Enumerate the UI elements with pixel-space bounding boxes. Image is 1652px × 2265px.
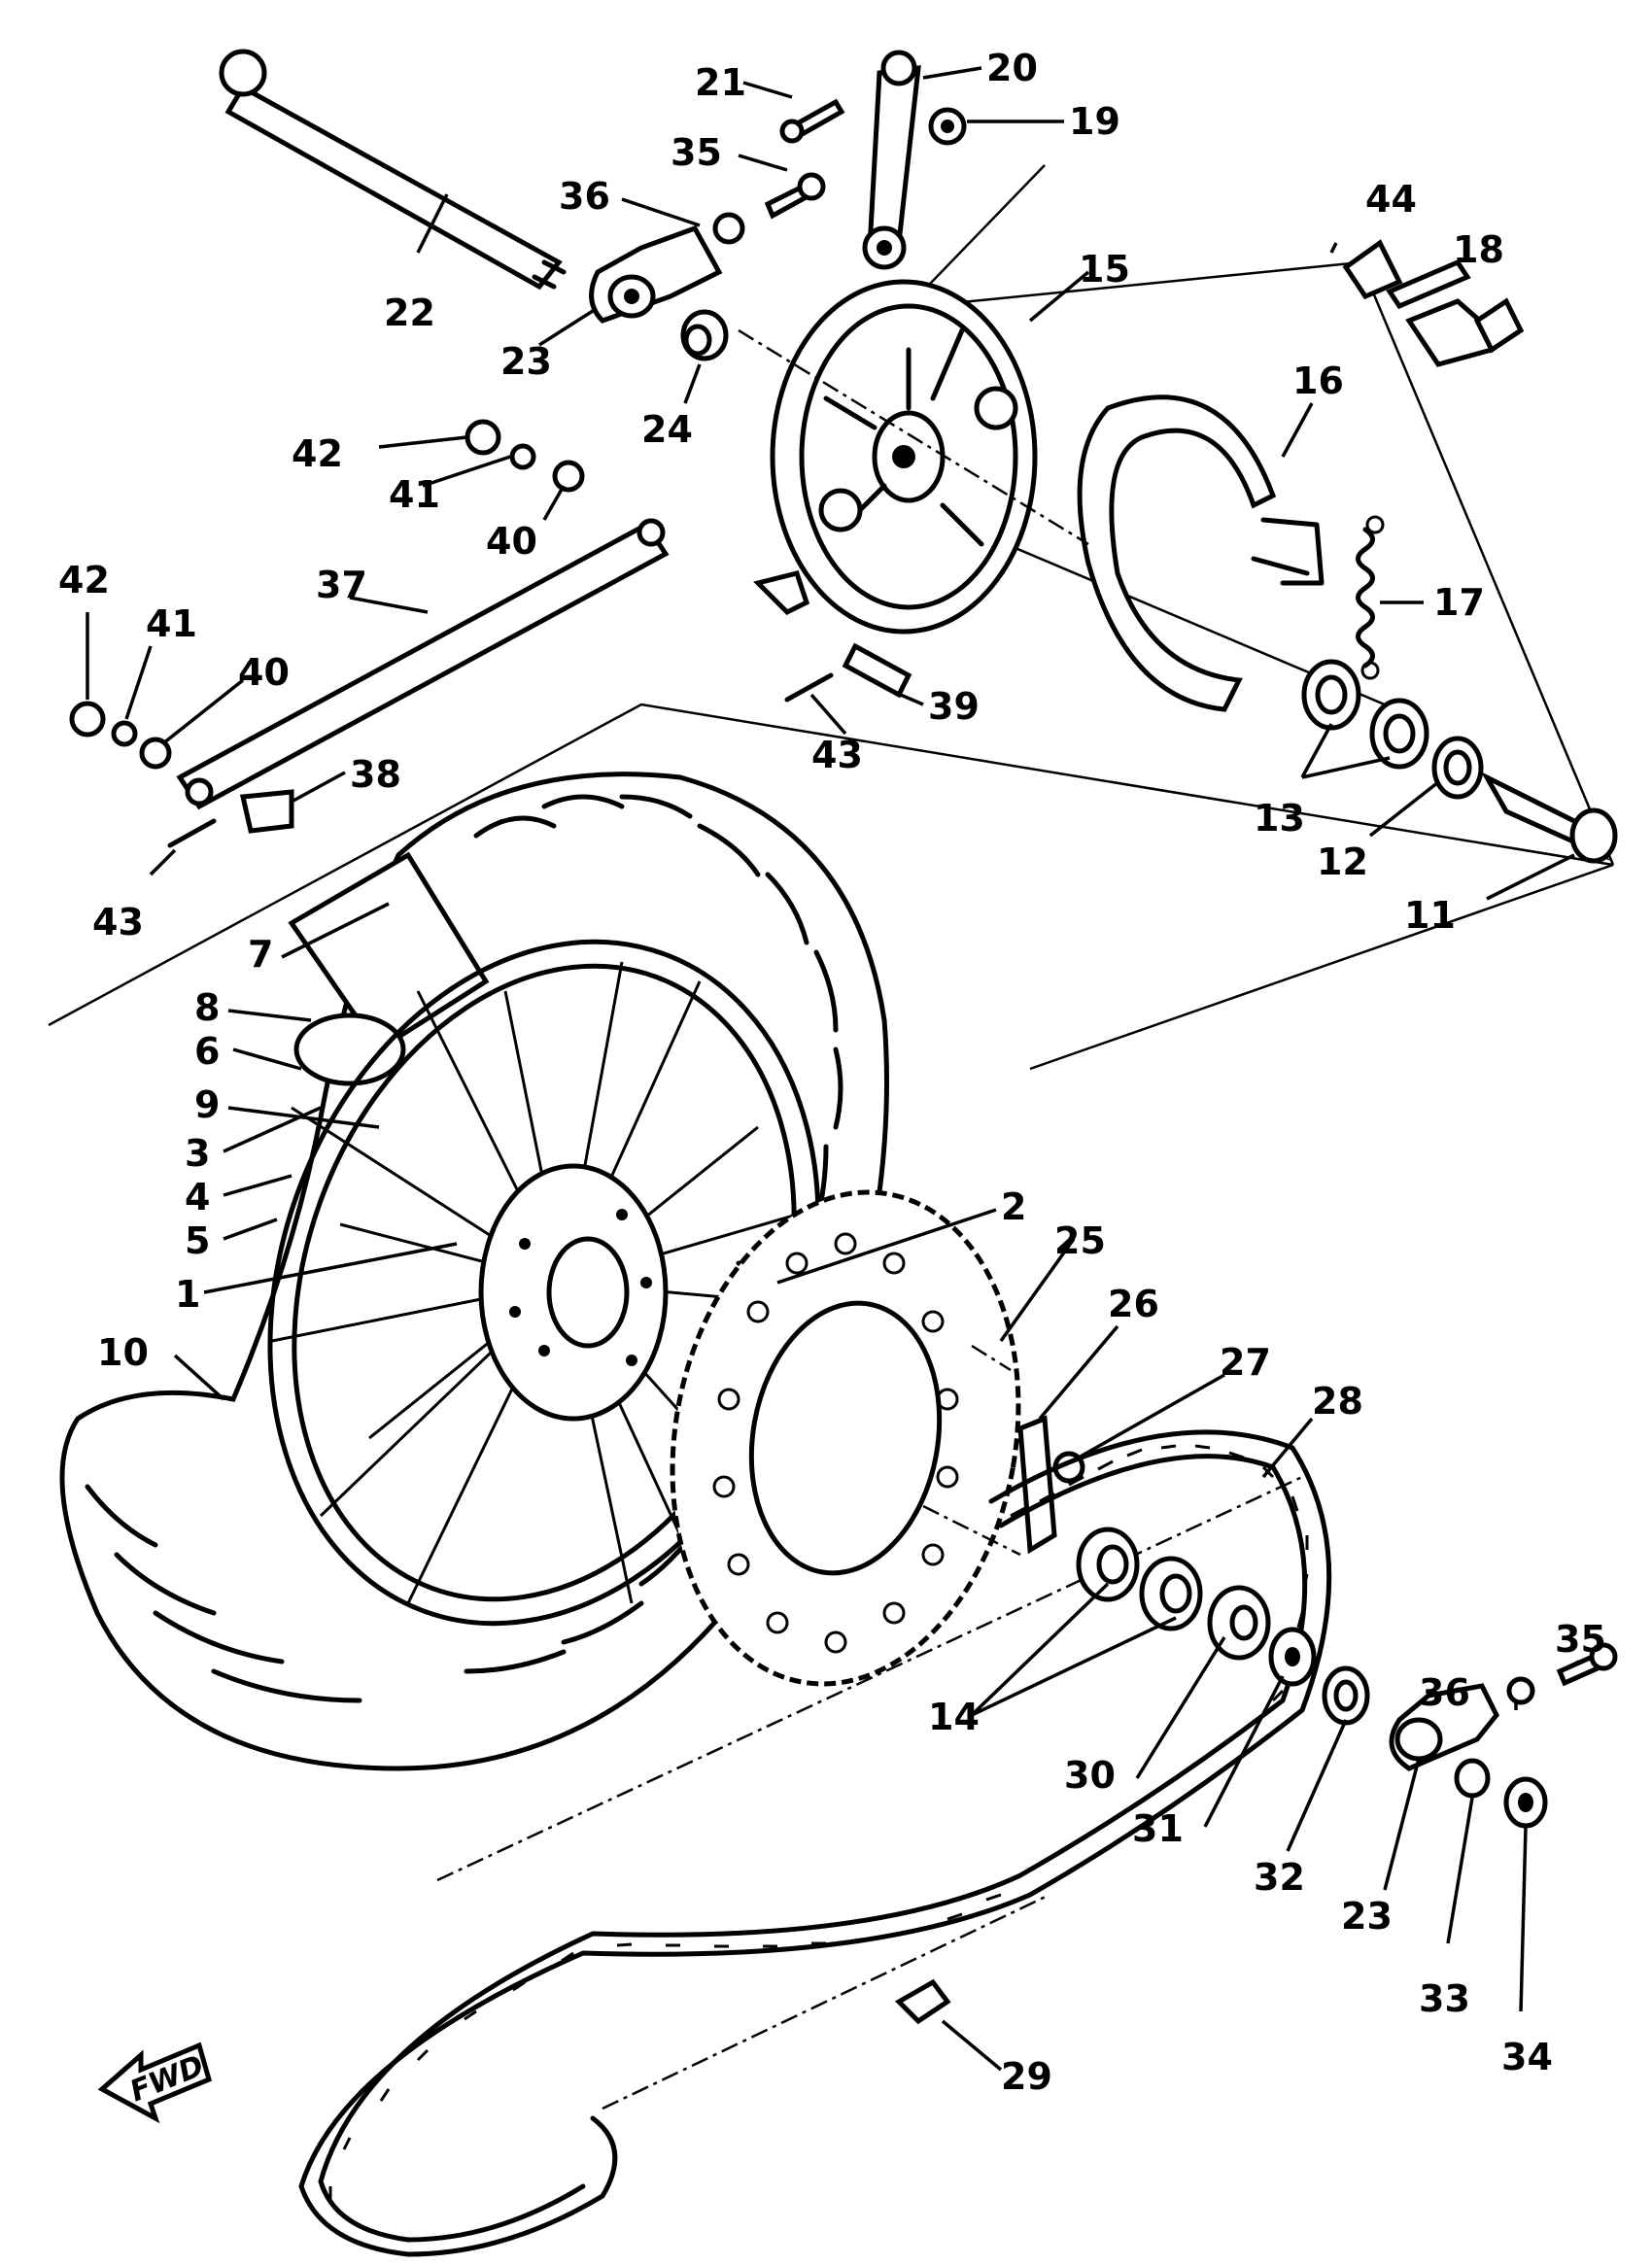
adjust-bolt-lower (1506, 1642, 1618, 1705)
fasteners-left-40-42 (69, 701, 172, 770)
shoe-spring (1356, 515, 1385, 680)
callout-12: 12 (1317, 841, 1368, 883)
rear-sprocket (670, 1189, 1021, 1687)
callouts: 21 20 19 35 36 22 23 24 15 44 18 16 17 1… (58, 47, 1606, 2098)
callout-1: 1 (175, 1273, 200, 1316)
washer-33 (1454, 1758, 1491, 1799)
callout-17: 17 (1433, 581, 1485, 624)
callout-2: 2 (1001, 1185, 1026, 1228)
callout-41-left: 41 (146, 602, 197, 645)
callout-34: 34 (1501, 2036, 1553, 2078)
callout-35-lower: 35 (1555, 1618, 1606, 1661)
brake-cam-shaft (1342, 239, 1525, 367)
callout-30: 30 (1064, 1754, 1116, 1797)
callout-35-upper: 35 (671, 131, 722, 174)
callout-40-upper: 40 (486, 520, 537, 563)
adjust-bolt-upper (712, 172, 826, 245)
callout-44: 44 (1365, 178, 1417, 221)
hub-bearings-lower (1076, 1527, 1370, 1726)
spokes (271, 961, 798, 1604)
cotter-pins-43 (167, 672, 834, 848)
bolt-21 (779, 98, 845, 144)
callout-29: 29 (1001, 2055, 1052, 2098)
brake-shoes (1077, 395, 1325, 712)
callout-6: 6 (194, 1030, 220, 1073)
callout-11: 11 (1404, 894, 1456, 937)
callout-38: 38 (350, 753, 401, 796)
brake-shoe-plate (753, 279, 1038, 635)
callout-24: 24 (641, 408, 693, 451)
callout-39: 39 (928, 685, 980, 728)
nut-19 (928, 107, 967, 146)
hub-bearings-upper (1301, 659, 1618, 864)
callout-4: 4 (185, 1176, 210, 1218)
bolt-38 (239, 789, 294, 834)
fasteners-upper-40-42 (465, 419, 585, 493)
callout-36-lower: 36 (1419, 1671, 1470, 1714)
callout-25: 25 (1054, 1219, 1106, 1262)
bolt-39 (842, 642, 912, 699)
chain-puller-upper (589, 224, 723, 324)
assembly-center-lines (436, 328, 1303, 2111)
callout-23-upper: 23 (500, 340, 552, 383)
torque-arm (176, 518, 670, 810)
callout-37: 37 (316, 564, 367, 606)
callout-3: 3 (185, 1132, 210, 1175)
callout-31: 31 (1132, 1807, 1184, 1850)
callout-18: 18 (1453, 228, 1504, 271)
callout-7: 7 (248, 933, 273, 976)
callout-42-left: 42 (58, 559, 110, 601)
collar-24 (680, 309, 729, 361)
forward-direction-arrow: FWD (97, 2042, 213, 2124)
callout-41-upper: 41 (389, 473, 440, 516)
callout-16: 16 (1292, 360, 1344, 402)
callout-14: 14 (928, 1696, 980, 1738)
callout-27: 27 (1220, 1341, 1271, 1384)
callout-43-upper: 43 (811, 734, 863, 776)
callout-10: 10 (97, 1331, 149, 1374)
callout-28: 28 (1312, 1380, 1363, 1423)
callout-15: 15 (1079, 248, 1130, 291)
callout-8: 8 (194, 986, 220, 1029)
callout-22: 22 (384, 292, 435, 334)
brake-cam-lever (862, 50, 921, 270)
callout-42-upper: 42 (292, 432, 343, 475)
callout-5: 5 (185, 1219, 210, 1262)
callout-40-left: 40 (238, 651, 290, 694)
callout-26: 26 (1108, 1283, 1159, 1325)
callout-33: 33 (1419, 1977, 1470, 2020)
callout-9: 9 (194, 1083, 220, 1126)
callout-43-left: 43 (92, 901, 144, 944)
wheel-hub (478, 1163, 669, 1422)
callout-21: 21 (695, 61, 746, 104)
master-link (894, 1978, 951, 2025)
nut-34 (1503, 1776, 1548, 1829)
callout-36-upper: 36 (559, 175, 610, 218)
callout-20: 20 (986, 47, 1038, 89)
callout-19: 19 (1069, 100, 1120, 143)
rear-axle (219, 49, 567, 291)
callout-32: 32 (1254, 1856, 1305, 1899)
callout-13: 13 (1254, 797, 1305, 840)
callout-23-lower: 23 (1341, 1895, 1393, 1938)
